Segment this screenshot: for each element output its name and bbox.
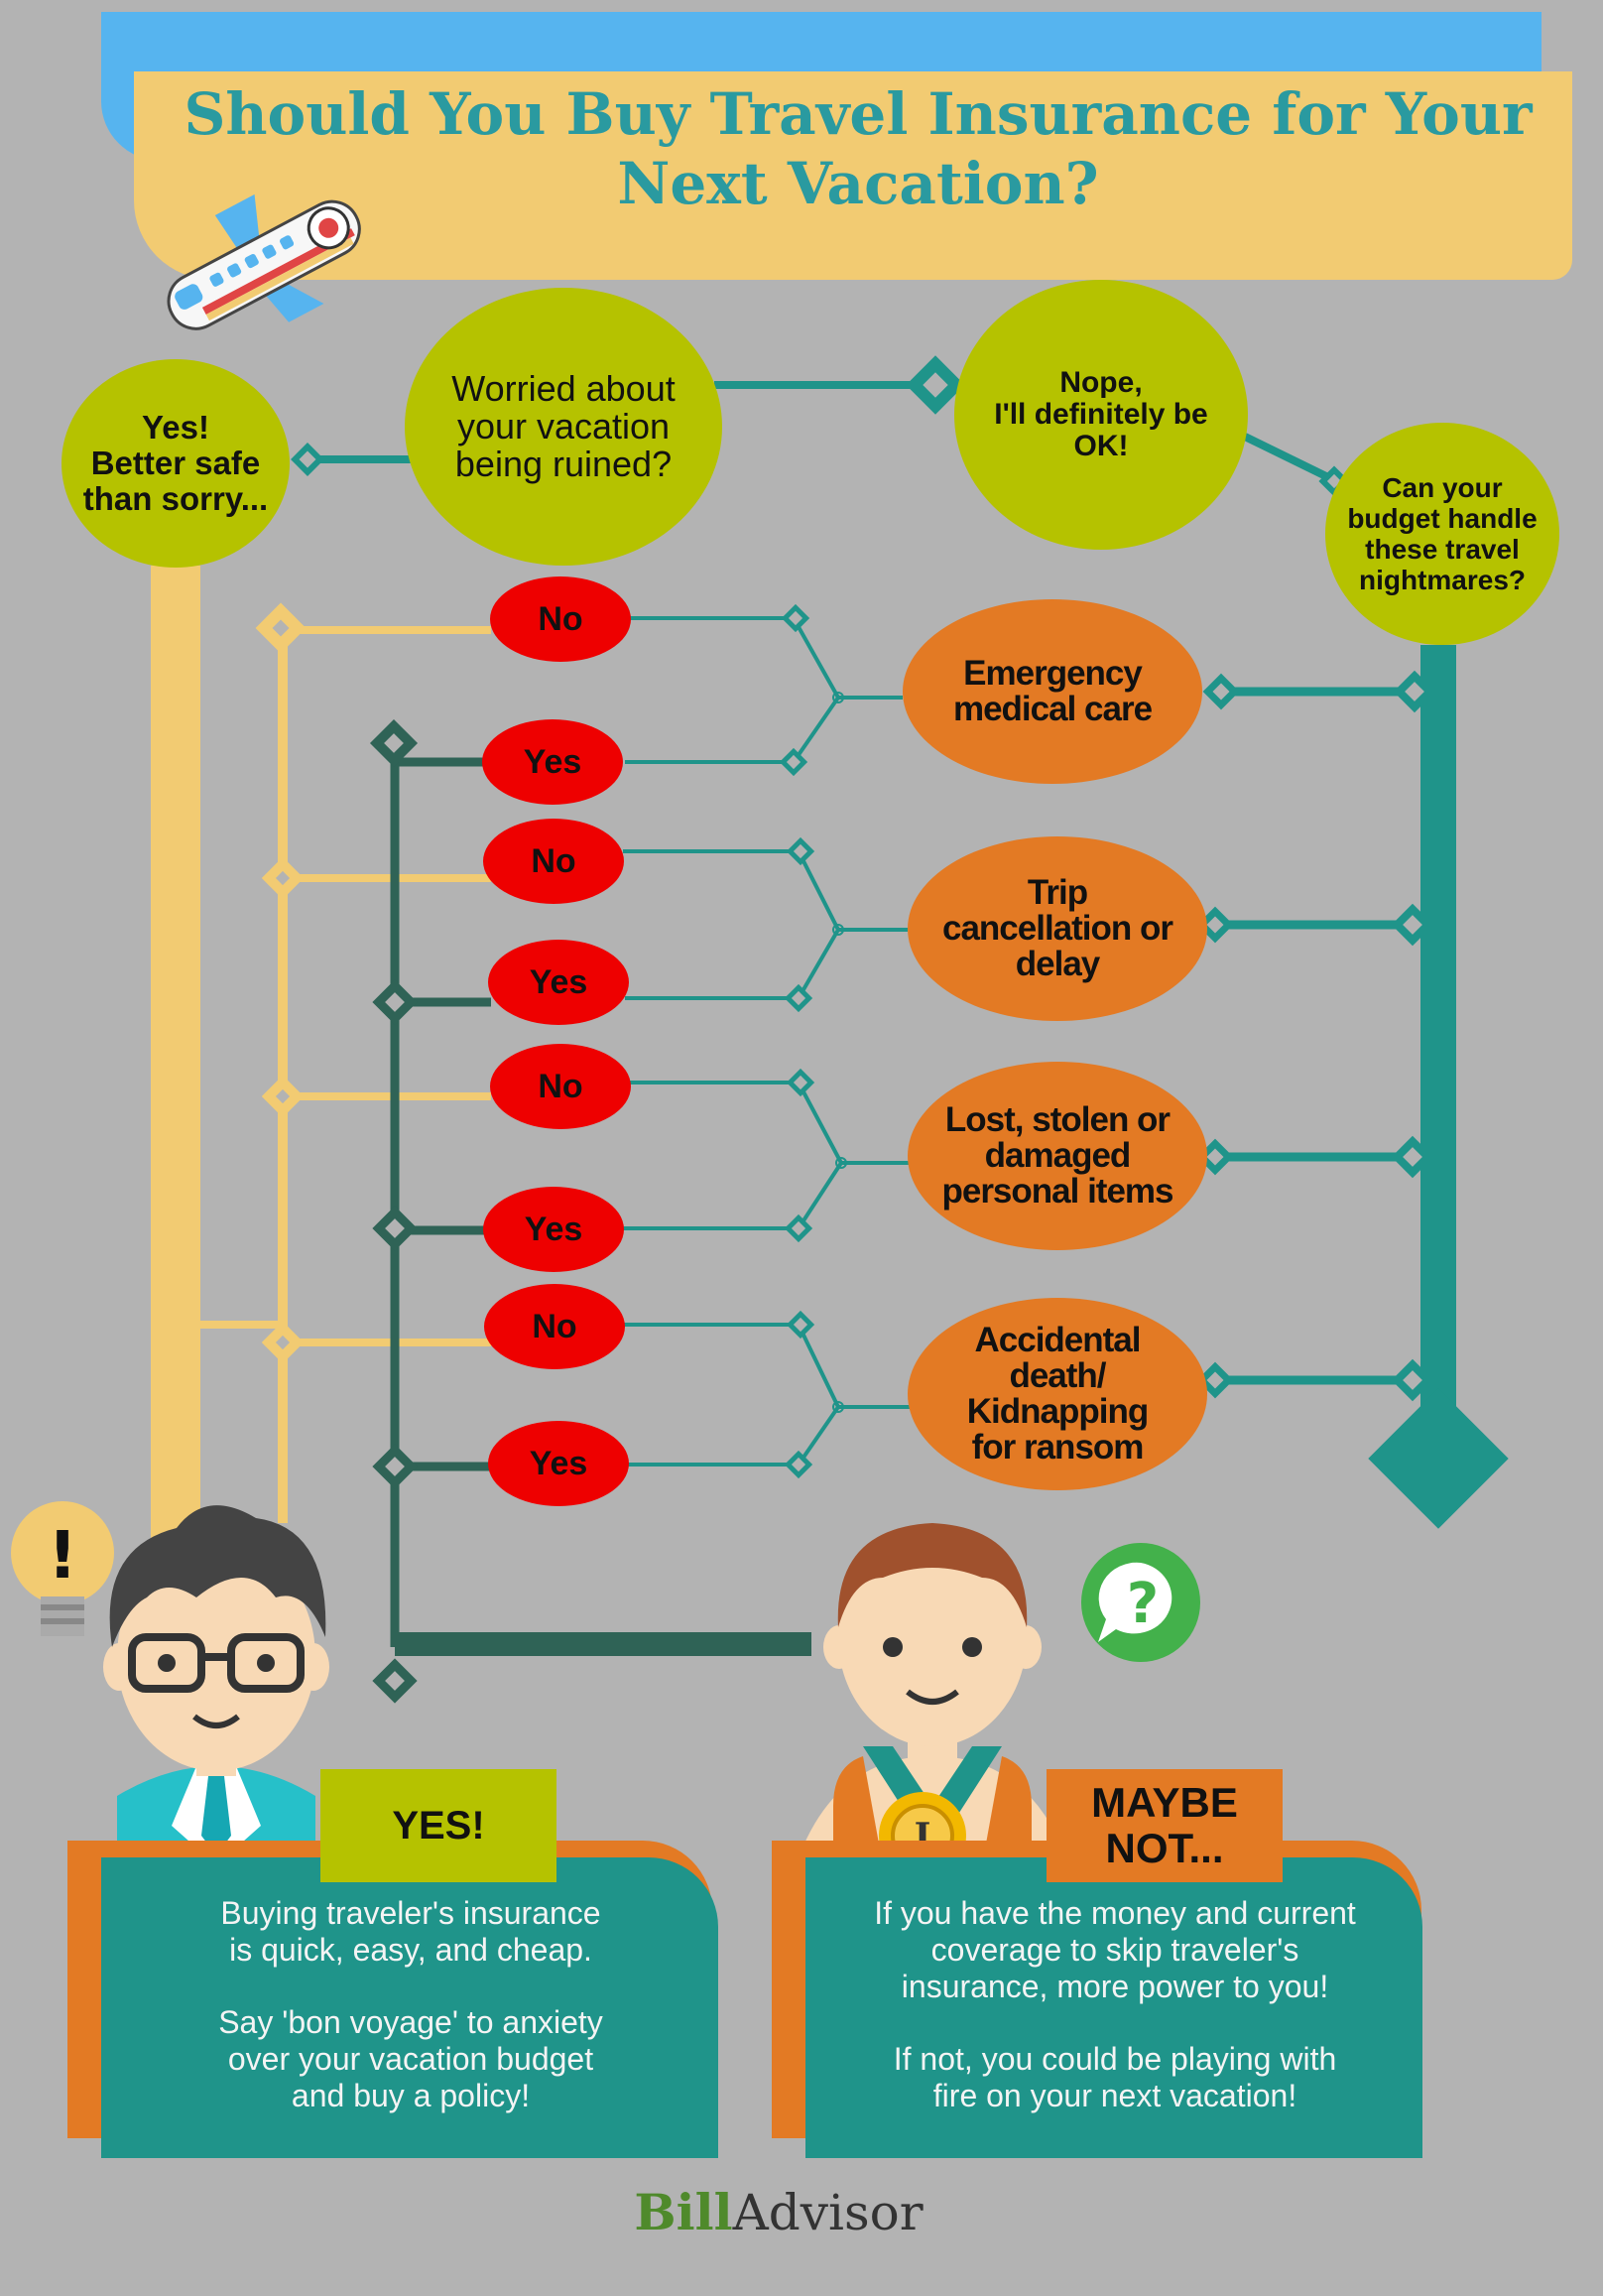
airplane-icon	[167, 193, 361, 330]
yes-outcome-text: Buying traveler's insurance is quick, ea…	[218, 1895, 603, 2113]
answer-no-medical: No	[490, 576, 631, 662]
yes-outcome-label: YES!	[320, 1769, 556, 1882]
answer-no-lost-items: No	[490, 1044, 631, 1129]
yes-panel	[101, 1857, 718, 2158]
answer-no-accidental: No	[484, 1284, 625, 1369]
maybe-panel	[805, 1857, 1422, 2158]
answer-yes-lost-items: Yes	[483, 1187, 624, 1272]
budget-question: Can your budget handle these travel nigh…	[1325, 423, 1559, 645]
answer-yes-cancellation: Yes	[488, 940, 629, 1025]
question-bubble-icon: ?	[1081, 1543, 1200, 1662]
yes-path-trunk	[151, 566, 200, 1558]
page-title: Should You Buy Travel Insurance for Your…	[184, 80, 1533, 217]
billadvisor-logo: BillAdvisor	[634, 2183, 924, 2241]
character-yes-illustration	[103, 1505, 329, 1865]
answer-yes-accidental: Yes	[488, 1421, 629, 1506]
answer-no-cancellation: No	[483, 819, 624, 904]
nope-answer-node: Nope, I'll definitely be OK!	[954, 280, 1248, 550]
maybe-outcome-text: If you have the money and current covera…	[874, 1895, 1356, 2113]
yes-answer-node: Yes! Better safe than sorry...	[62, 359, 290, 568]
title-banner	[134, 71, 1572, 280]
svg-text:!: !	[48, 1517, 77, 1594]
answer-yes-medical: Yes	[482, 719, 623, 805]
svg-text:?: ?	[1127, 1572, 1159, 1636]
lightbulb-icon: !	[11, 1501, 114, 1636]
start-question: Worried about your vacation being ruined…	[405, 288, 722, 566]
